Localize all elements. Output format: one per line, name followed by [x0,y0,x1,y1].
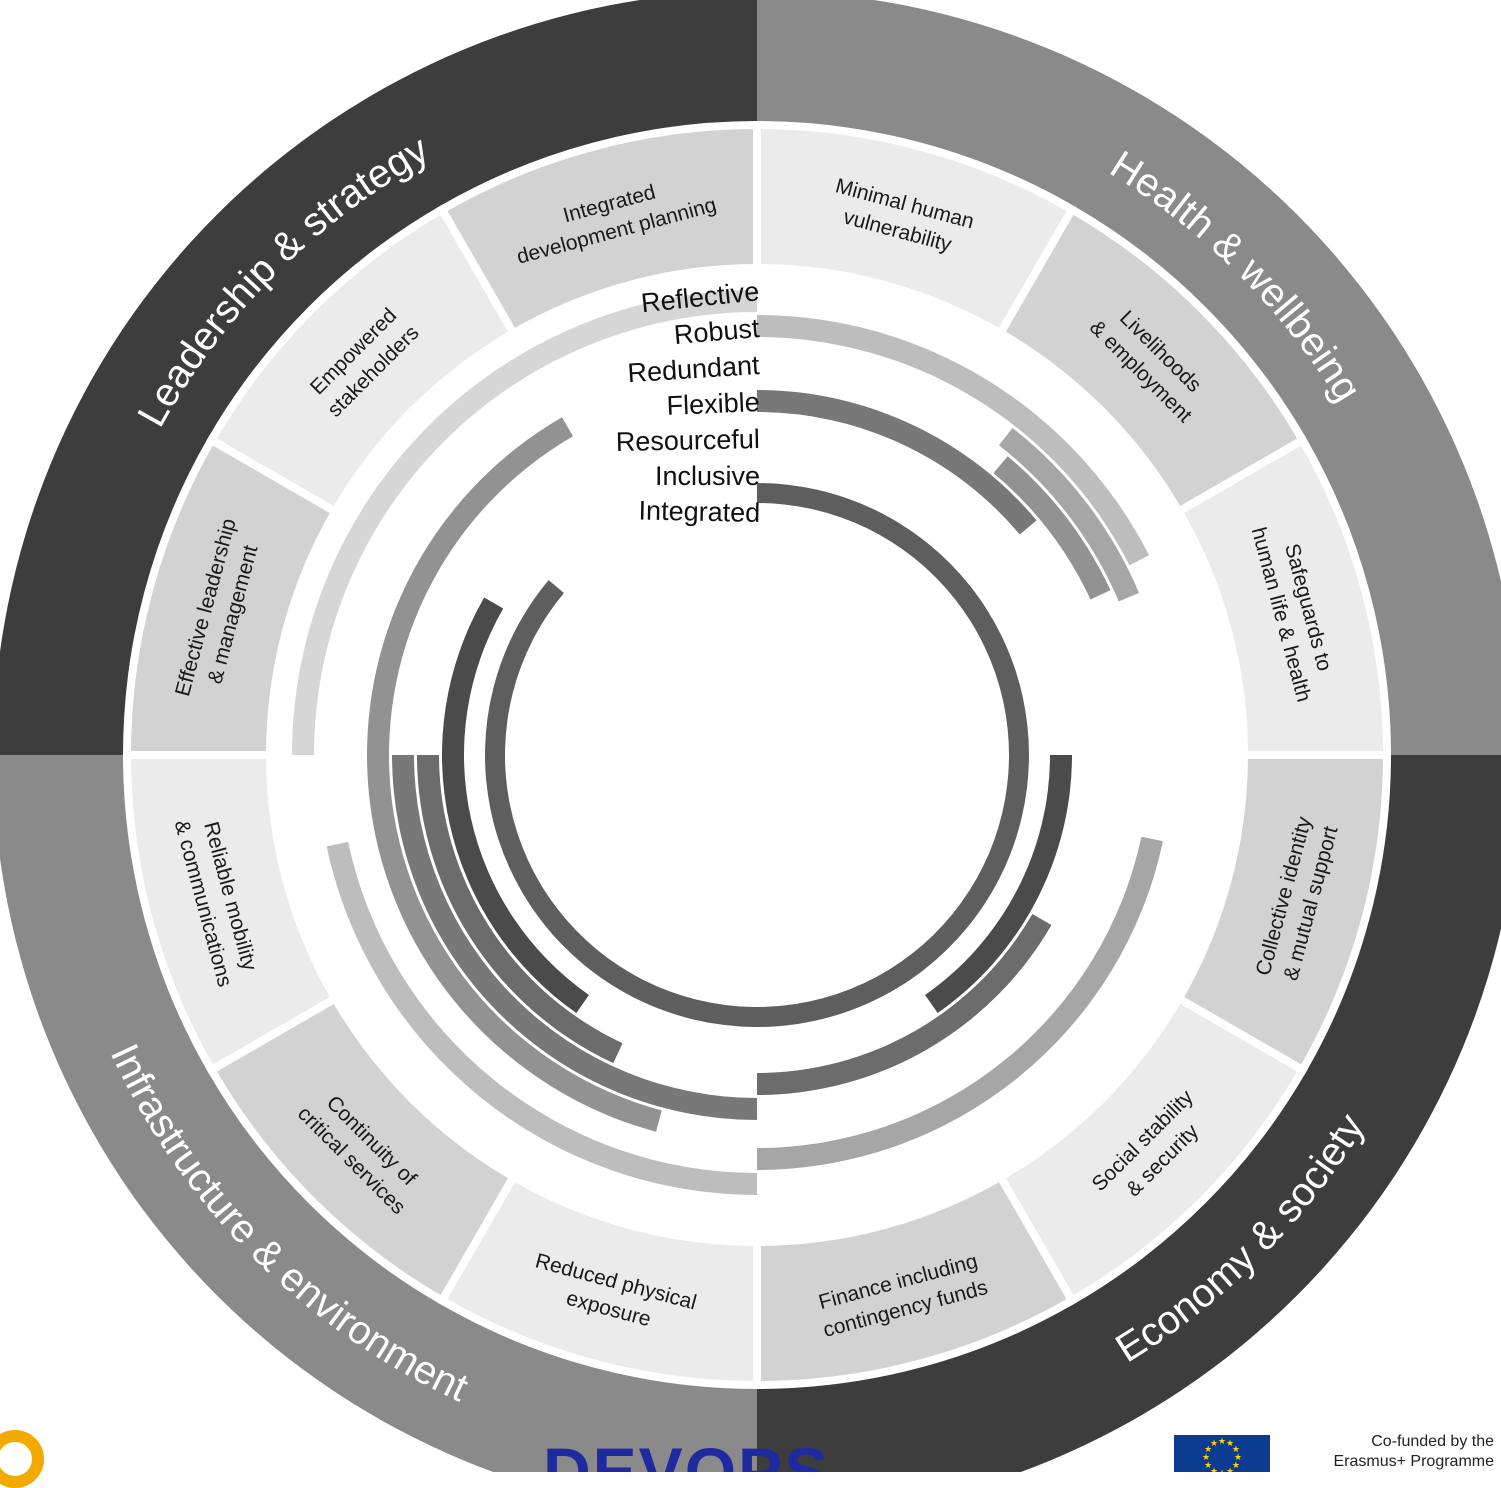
eu-star-icon: ★ [1226,1438,1235,1449]
eu-cofunded-text: Co-funded by the Erasmus+ Programme [1268,1432,1495,1472]
quality-label-robust: Robust [673,313,761,350]
eu-star-icon: ★ [1218,1469,1226,1473]
eu-star-icon: ★ [1204,1460,1213,1470]
devops-logo: DEVOPS [543,1434,831,1472]
quality-arc-inclusive-2 [417,755,623,1064]
dimension-sector-health-and-wellbeing [757,0,1501,755]
dimension-sector-infrastructure-and-environment [0,755,757,1472]
eu-star-icon: ★ [1226,1465,1235,1472]
goal-sector-integrated-development-planning [436,120,761,339]
quality-label-resourceful: Resourceful [615,424,760,457]
eu-star-icon: ★ [1231,1444,1240,1454]
eu-text-line-1: Co-funded by the [1371,1433,1494,1450]
eu-star-icon: ★ [1218,1436,1227,1446]
quality-arc-resourceful-2 [392,755,757,1120]
quality-arcs [292,290,1163,1195]
quality-label-inclusive: Inclusive [655,461,760,491]
eu-star-icon: ★ [1210,1465,1219,1472]
quality-label-integrated: Integrated [638,495,760,528]
quality-arc-resourceful-1 [757,390,1037,535]
quality-arc-redundant-2 [757,836,1163,1170]
quality-arc-integrated-2 [442,597,589,1014]
quality-label-flexible: Flexible [666,387,760,421]
quality-arc-flexible-2 [366,417,662,1132]
quality-arc-inclusive-1 [757,914,1052,1095]
eu-text-line-2: Erasmus+ Programme [1333,1453,1495,1470]
eu-star-icon: ★ [1231,1460,1240,1470]
dimension-sector-leadership-and-strategy [0,0,757,755]
quality-arc-flexible-1 [993,456,1111,600]
quality-arc-robust-1 [757,315,1150,566]
eu-flag-icon: ★★★★★★★★★★★★ [1174,1435,1270,1472]
quality-arc-integrated-1 [925,755,1072,1014]
quality-arc-robust-2 [326,841,757,1195]
eu-star-icon: ★ [1210,1438,1219,1449]
dimension-sector-economy-and-society [757,755,1501,1472]
eu-star-icon: ★ [1202,1452,1211,1462]
eu-star-icon: ★ [1234,1452,1243,1462]
eu-star-icon: ★ [1204,1444,1213,1454]
inner-integrated-arc-1 [485,483,1029,1027]
quality-labels: ReflectiveRobustRedundantFlexibleResourc… [615,276,761,528]
quality-label-redundant: Redundant [627,350,761,388]
quality-arc-redundant-1 [998,427,1140,602]
